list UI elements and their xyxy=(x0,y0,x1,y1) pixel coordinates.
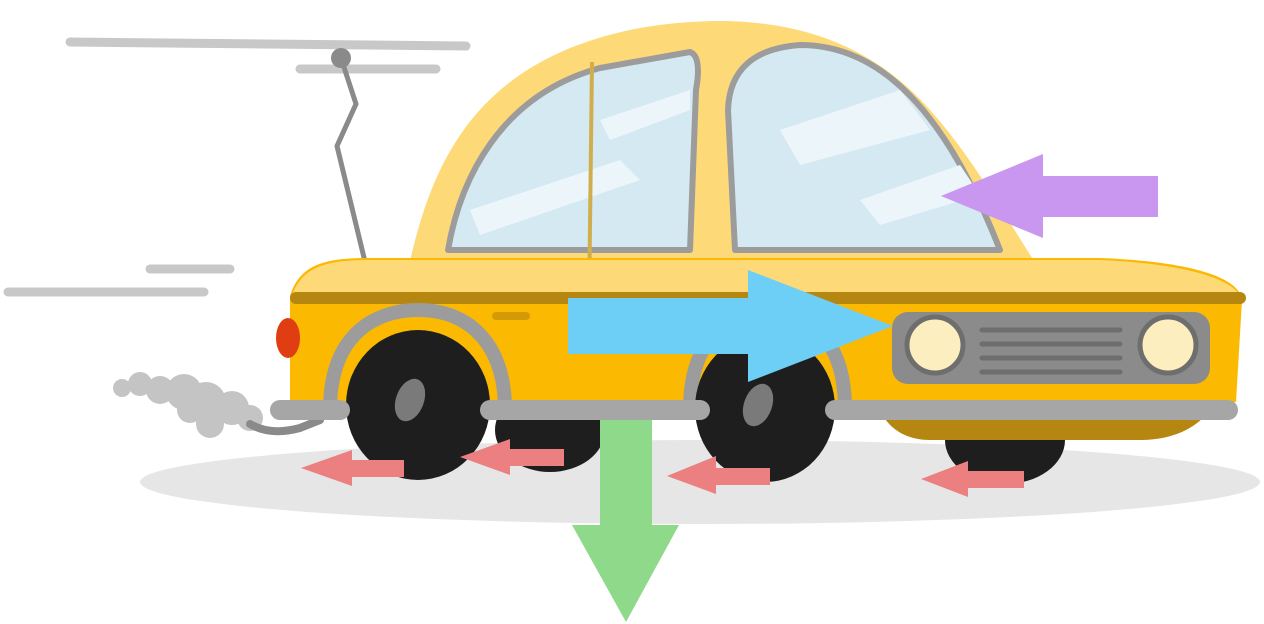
friction-arrow xyxy=(301,450,404,486)
taillight-icon xyxy=(276,318,300,358)
drag-arrow xyxy=(941,154,1158,238)
antenna-tip xyxy=(331,48,351,68)
door-handle xyxy=(492,312,530,320)
headlight-left-icon xyxy=(904,314,966,376)
friction-arrow xyxy=(460,439,564,475)
speed-lines xyxy=(3,37,471,297)
rear-wheel-icon xyxy=(346,330,490,480)
weight-arrow xyxy=(572,420,679,622)
antenna-icon xyxy=(334,55,370,273)
friction-arrows xyxy=(301,439,1024,497)
headlight-right-icon xyxy=(1137,314,1199,376)
grille-icon xyxy=(979,327,1123,375)
front-wheel-icon xyxy=(695,334,835,482)
grille-frame xyxy=(892,312,1210,384)
friction-arrow xyxy=(921,461,1024,497)
window-reflections xyxy=(470,90,980,235)
exhaust-pipe xyxy=(246,416,324,436)
exhaust-smoke-icon xyxy=(113,372,263,438)
thrust-arrow xyxy=(568,270,893,382)
friction-arrow xyxy=(667,456,770,494)
